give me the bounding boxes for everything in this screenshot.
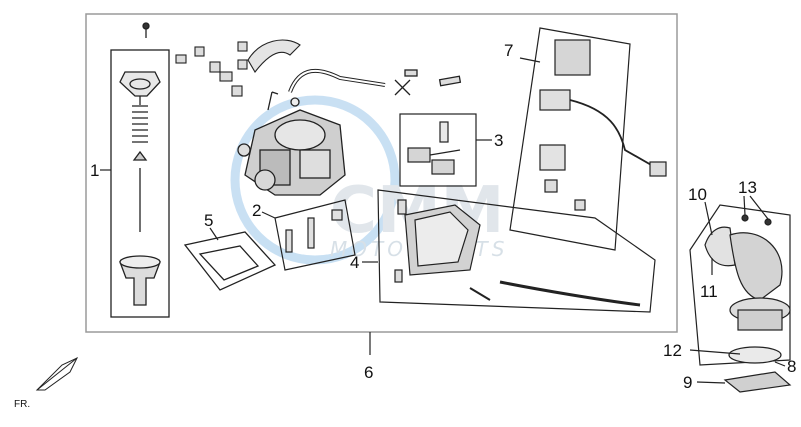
intake-manifold-group bbox=[689, 204, 792, 393]
callout-12: 12 bbox=[663, 341, 682, 360]
callout-2: 2 bbox=[252, 201, 261, 220]
hose-fittings bbox=[394, 69, 462, 96]
spring bbox=[132, 105, 148, 143]
front-arrow-icon bbox=[35, 356, 79, 391]
part-1-assembly bbox=[110, 22, 170, 318]
front-label: FR. bbox=[14, 399, 30, 410]
callout-5: 5 bbox=[204, 211, 213, 230]
callout-6: 6 bbox=[364, 363, 373, 382]
callout-11: 11 bbox=[700, 282, 718, 301]
part-1-box bbox=[110, 49, 170, 318]
main-frame bbox=[85, 13, 678, 333]
callout-13: 13 bbox=[738, 178, 757, 197]
small-fittings bbox=[175, 39, 301, 97]
callout-1: 1 bbox=[90, 161, 99, 180]
watermark-ring bbox=[230, 95, 400, 265]
part-7-choke bbox=[509, 27, 667, 251]
callout-4: 4 bbox=[350, 253, 359, 272]
diaphragm-cap bbox=[119, 71, 161, 97]
callout-10: 10 bbox=[688, 185, 707, 204]
cap-boss bbox=[129, 78, 151, 90]
callout-7: 7 bbox=[504, 41, 513, 60]
part-3-float bbox=[399, 113, 477, 187]
part-5-gasket bbox=[183, 231, 277, 291]
callout-9: 9 bbox=[683, 373, 692, 392]
callout-3: 3 bbox=[494, 131, 503, 150]
piston-slide bbox=[119, 261, 161, 306]
callout-8: 8 bbox=[787, 357, 796, 376]
throttle-bracket bbox=[247, 39, 301, 73]
carburetor-body bbox=[237, 91, 346, 196]
part-4-float-bowl bbox=[377, 189, 656, 313]
part-2-jets bbox=[274, 199, 356, 271]
